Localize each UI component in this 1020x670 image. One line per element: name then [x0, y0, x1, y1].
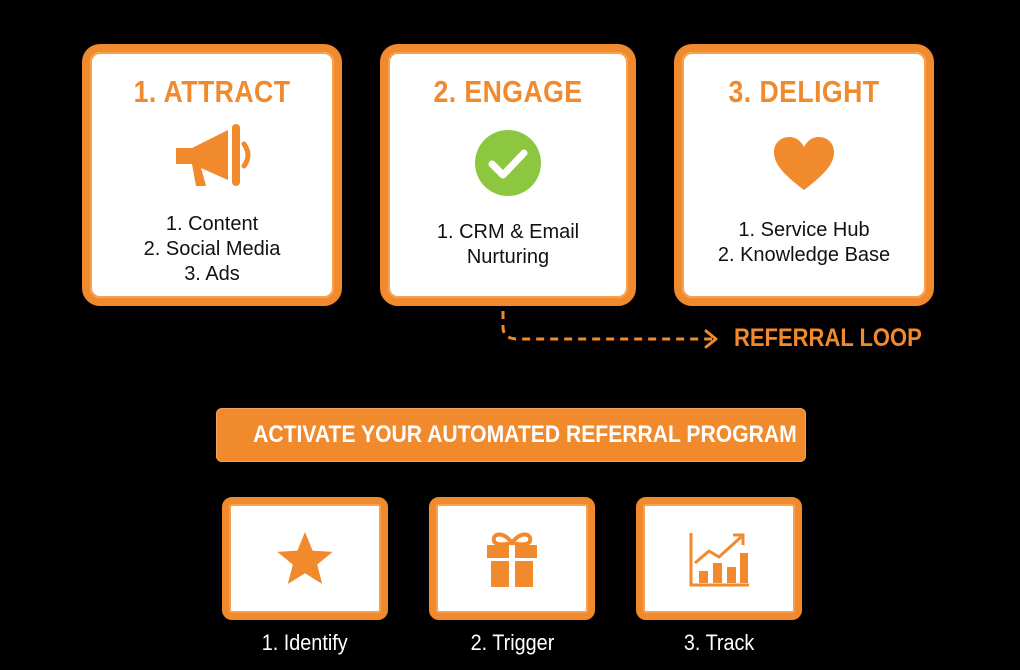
stage-title: 3. DELIGHT	[728, 74, 880, 109]
list-item: 2. Knowledge Base	[717, 244, 891, 266]
megaphone-icon	[176, 124, 251, 186]
list-item: 1. Content	[165, 213, 259, 235]
cta-label: ACTIVATE YOUR AUTOMATED REFERRAL PROGRAM	[253, 421, 797, 448]
step-label-track: 3. Track	[683, 630, 755, 655]
step-label-trigger: 2. Trigger	[470, 630, 554, 655]
list-item: 3. Ads	[184, 263, 240, 285]
stage-card-attract: 1. ATTRACT 1. Content 2. Social Media 3.…	[82, 44, 342, 306]
growth-chart-icon	[689, 532, 749, 586]
stage-list: 1. Service Hub 2. Knowledge Base	[682, 218, 926, 268]
list-item: Nurturing	[466, 246, 550, 268]
stage-title: 1. ATTRACT	[133, 74, 291, 109]
dashed-arrow-icon	[501, 311, 718, 349]
referral-loop-label: REFERRAL LOOP	[734, 324, 922, 352]
step-card-identify	[222, 497, 388, 620]
step-label-identify: 1. Identify	[262, 630, 348, 655]
stage-list: 1. Content 2. Social Media 3. Ads	[90, 212, 334, 287]
list-item: 1. CRM & Email	[436, 221, 580, 243]
stage-card-engage: 2. ENGAGE 1. CRM & Email Nurturing	[380, 44, 636, 306]
stage-title: 2. ENGAGE	[433, 74, 583, 109]
step-card-trigger	[429, 497, 595, 620]
stage-card-delight: 3. DELIGHT 1. Service Hub 2. Knowledge B…	[674, 44, 934, 306]
star-icon	[277, 531, 333, 584]
checkmark-icon	[475, 130, 541, 196]
step-card-track	[636, 497, 802, 620]
heart-icon	[774, 137, 834, 190]
gift-icon	[487, 532, 537, 587]
list-item: 2. Social Media	[143, 238, 281, 260]
list-item: 1. Service Hub	[738, 219, 870, 241]
activate-referral-program-banner[interactable]: ACTIVATE YOUR AUTOMATED REFERRAL PROGRAM	[216, 408, 806, 462]
stage-list: 1. CRM & Email Nurturing	[388, 220, 628, 270]
